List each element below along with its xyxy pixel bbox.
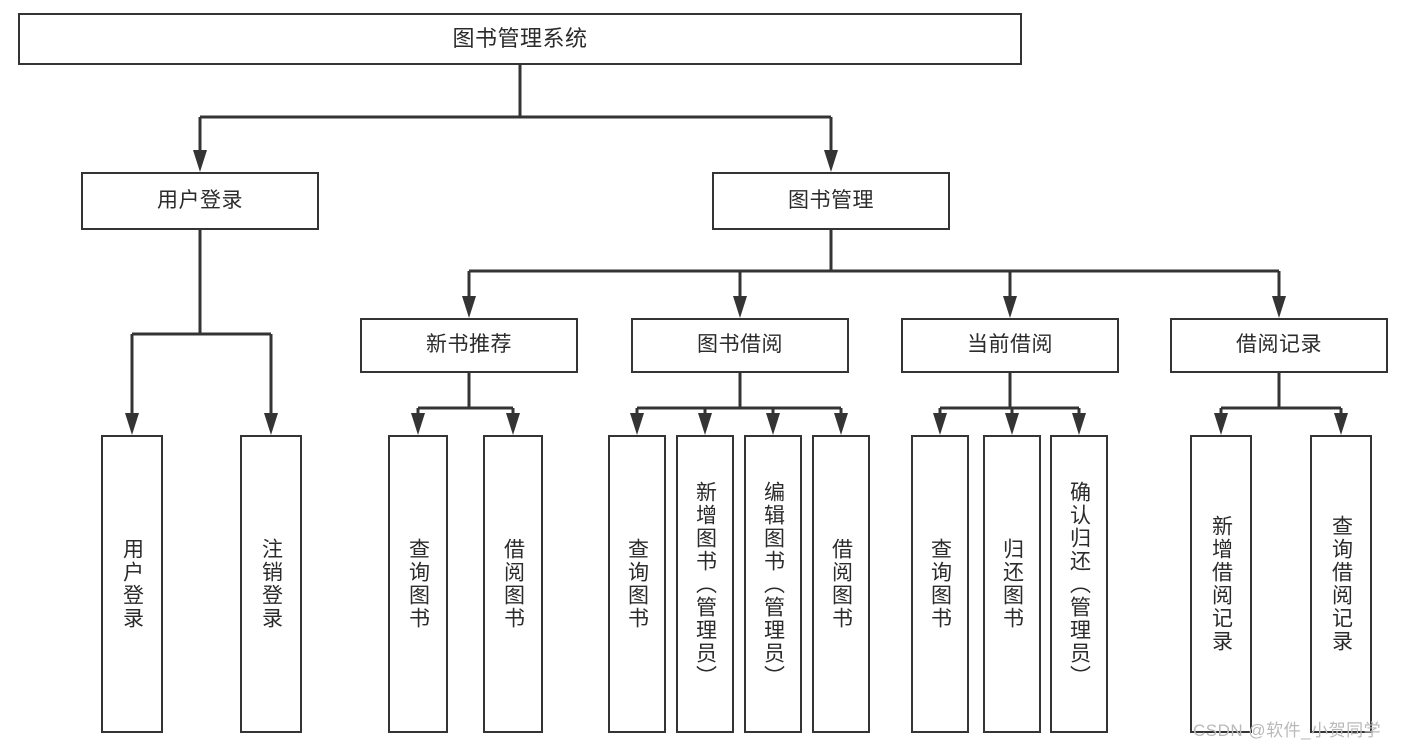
connector-arrowhead bbox=[824, 150, 838, 172]
node-leaf-confirm-ret[interactable]: 确认归还（管理员） bbox=[1050, 435, 1108, 733]
node-leaf-query-record[interactable]: 查询借阅记录 bbox=[1310, 435, 1372, 733]
connector-arrowhead bbox=[1003, 296, 1017, 318]
node-root[interactable]: 图书管理系统 bbox=[18, 13, 1022, 65]
connector-arrowhead bbox=[1072, 413, 1086, 435]
node-leaf-add-record[interactable]: 新增借阅记录 bbox=[1190, 435, 1252, 733]
node-label: 确认归还（管理员） bbox=[1067, 480, 1091, 688]
node-leaf-borrow-book-1[interactable]: 借阅图书 bbox=[483, 435, 543, 733]
node-label: 归还图书 bbox=[1000, 538, 1024, 630]
node-leaf-return-book[interactable]: 归还图书 bbox=[983, 435, 1041, 733]
connector-arrowhead bbox=[1272, 296, 1286, 318]
node-label: 借阅图书 bbox=[829, 538, 853, 630]
node-label: 当前借阅 bbox=[967, 333, 1053, 357]
node-label: 新书推荐 bbox=[426, 333, 512, 357]
connector-arrowhead bbox=[1334, 413, 1348, 435]
connector-arrowhead bbox=[933, 413, 947, 435]
connector-arrowhead bbox=[766, 413, 780, 435]
node-label: 借阅记录 bbox=[1236, 333, 1322, 357]
node-leaf-logout[interactable]: 注销登录 bbox=[240, 435, 302, 733]
node-label: 图书管理系统 bbox=[452, 26, 588, 52]
node-book-borrow[interactable]: 图书借阅 bbox=[631, 318, 849, 373]
connector-arrowhead bbox=[193, 150, 207, 172]
node-label: 图书借阅 bbox=[697, 333, 783, 357]
node-leaf-borrow-book-2[interactable]: 借阅图书 bbox=[812, 435, 870, 733]
node-leaf-edit-book[interactable]: 编辑图书（管理员） bbox=[744, 435, 802, 733]
connector-arrowhead bbox=[733, 296, 747, 318]
node-leaf-query-book-2[interactable]: 查询图书 bbox=[608, 435, 666, 733]
node-label: 查询借阅记录 bbox=[1329, 515, 1353, 653]
node-label: 注销登录 bbox=[259, 538, 283, 630]
node-label: 查询图书 bbox=[625, 538, 649, 630]
connector-arrowhead bbox=[125, 413, 139, 435]
node-leaf-user-login[interactable]: 用户登录 bbox=[101, 435, 163, 733]
connector-arrowhead bbox=[1005, 413, 1019, 435]
connector-arrowhead bbox=[630, 413, 644, 435]
node-current-loan[interactable]: 当前借阅 bbox=[901, 318, 1119, 373]
node-label: 新增图书（管理员） bbox=[693, 480, 717, 688]
node-label: 用户登录 bbox=[120, 538, 144, 630]
connector-arrowhead bbox=[411, 413, 425, 435]
connector-arrowhead bbox=[1214, 413, 1228, 435]
node-label: 新增借阅记录 bbox=[1209, 515, 1233, 653]
connector-arrowhead bbox=[264, 413, 278, 435]
node-new-book-rec[interactable]: 新书推荐 bbox=[360, 318, 578, 373]
node-label: 查询图书 bbox=[406, 538, 430, 630]
connector-arrowhead bbox=[698, 413, 712, 435]
node-leaf-add-book[interactable]: 新增图书（管理员） bbox=[676, 435, 734, 733]
node-user-login[interactable]: 用户登录 bbox=[81, 172, 319, 230]
node-leaf-query-book-1[interactable]: 查询图书 bbox=[388, 435, 448, 733]
node-book-manage[interactable]: 图书管理 bbox=[712, 172, 950, 230]
node-leaf-query-book-3[interactable]: 查询图书 bbox=[911, 435, 969, 733]
node-label: 编辑图书（管理员） bbox=[761, 480, 785, 688]
node-label: 查询图书 bbox=[928, 538, 952, 630]
node-label: 用户登录 bbox=[157, 188, 243, 212]
connector-arrowhead bbox=[834, 413, 848, 435]
connector-arrowhead bbox=[506, 413, 520, 435]
node-loan-record[interactable]: 借阅记录 bbox=[1170, 318, 1388, 373]
connector-arrowhead bbox=[462, 296, 476, 318]
node-label: 借阅图书 bbox=[501, 538, 525, 630]
node-label: 图书管理 bbox=[788, 188, 874, 212]
